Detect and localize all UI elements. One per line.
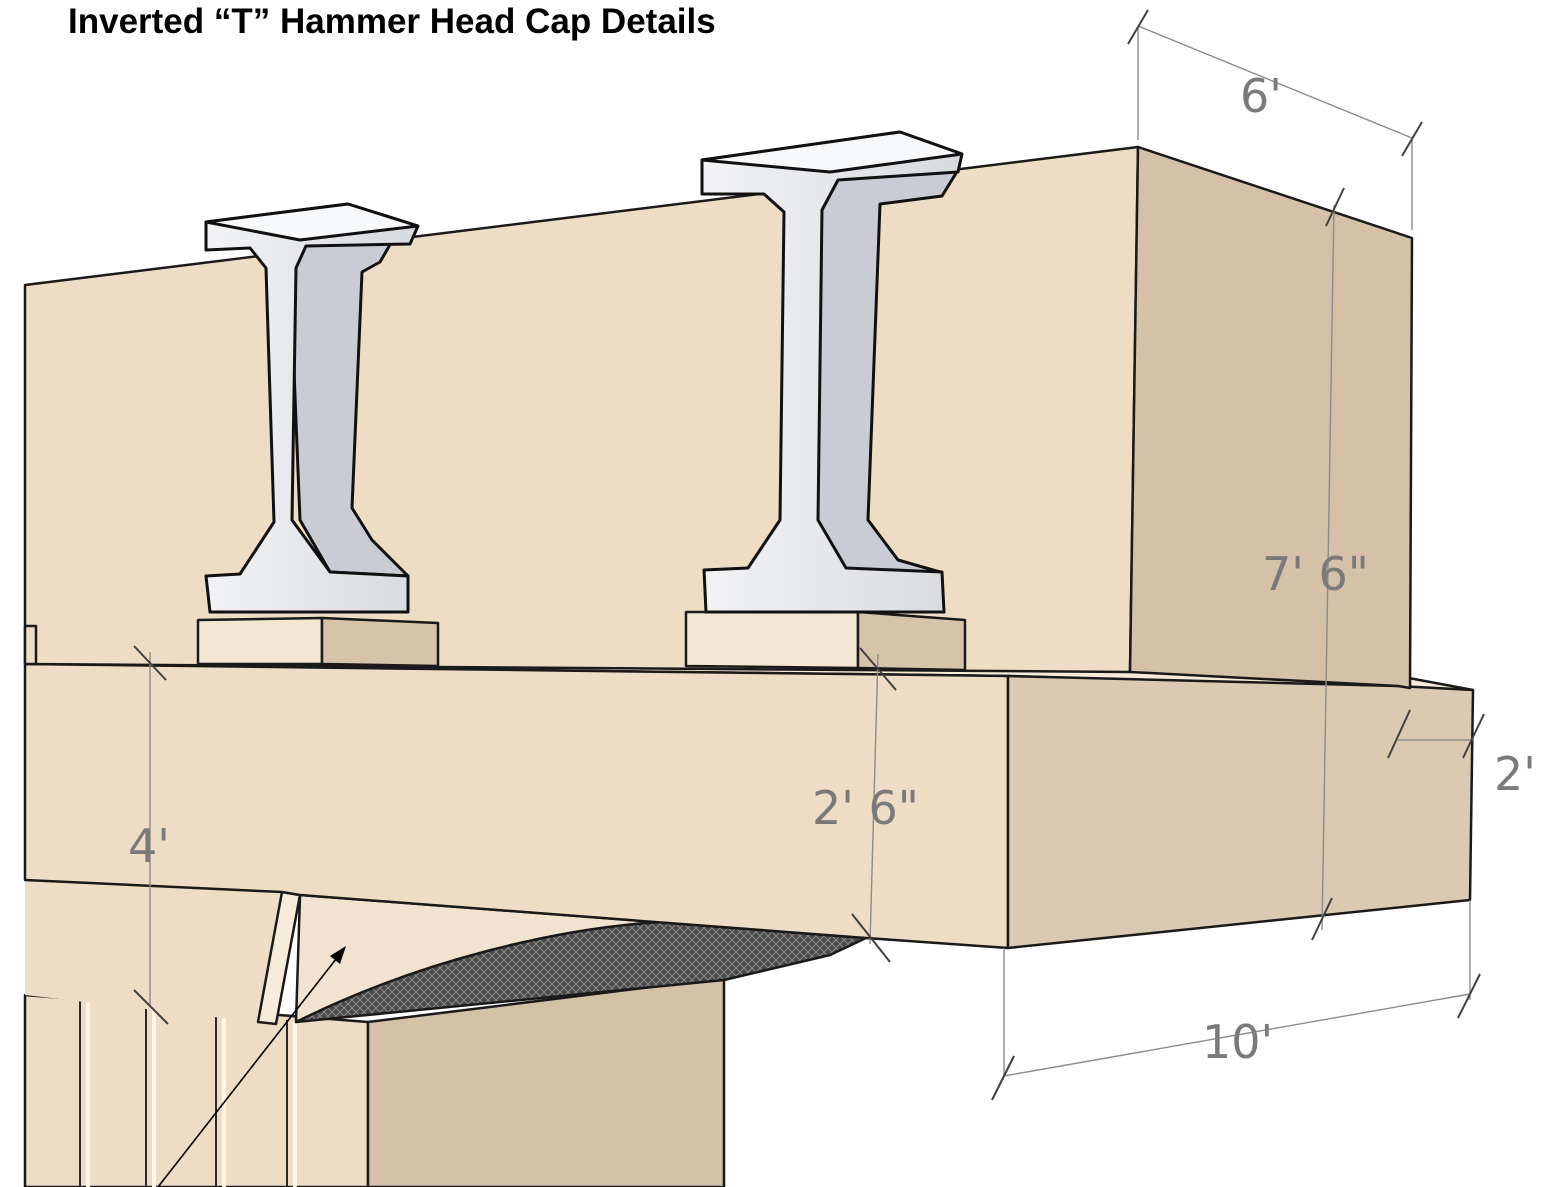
dim-label-ledge-depth: 2' 6" <box>812 781 919 835</box>
stem-left-stub <box>23 624 38 666</box>
stem-side <box>1128 145 1414 690</box>
pointer-arrow-head <box>330 946 346 964</box>
girder-1 <box>204 202 420 614</box>
bearing-pads <box>196 610 967 672</box>
page-title: Inverted “T” Hammer Head Cap Details <box>68 2 716 41</box>
column <box>23 976 726 1187</box>
cap-haunch <box>25 880 868 1026</box>
dim-label-stem-width: 6' <box>1240 69 1282 123</box>
dimension-lines <box>133 9 1485 1187</box>
dim-label-total-height: 7' 6" <box>1262 547 1369 601</box>
dimension-labels: 6' 7' 6" 2' 2' 6" 4' 10' <box>128 69 1536 1069</box>
bearing-pad-2 <box>684 610 860 670</box>
dim-label-cap-depth: 4' <box>128 819 170 873</box>
ledge-side <box>1006 674 1475 950</box>
haunch-front <box>25 880 282 1022</box>
column-flutes <box>79 1000 297 1187</box>
haunch-face <box>294 893 868 1024</box>
girder-1-top <box>204 202 420 242</box>
girder-2-front <box>700 130 964 614</box>
girder-1-front <box>204 202 420 614</box>
bearing-pad-1-side <box>320 616 440 668</box>
bearing-pad-2-side <box>856 610 967 672</box>
pointer-arrow-line <box>157 953 341 1187</box>
girder-2-top <box>700 130 964 174</box>
stem-front <box>23 145 1140 674</box>
dim-label-bottom-width: 10' <box>1202 1015 1273 1069</box>
bearing-pad-1 <box>196 616 324 666</box>
column-front <box>23 993 370 1187</box>
girder-2 <box>700 130 964 614</box>
dim-label-ledge-width: 2' <box>1494 747 1536 801</box>
girder-1-web-shade <box>288 234 410 578</box>
